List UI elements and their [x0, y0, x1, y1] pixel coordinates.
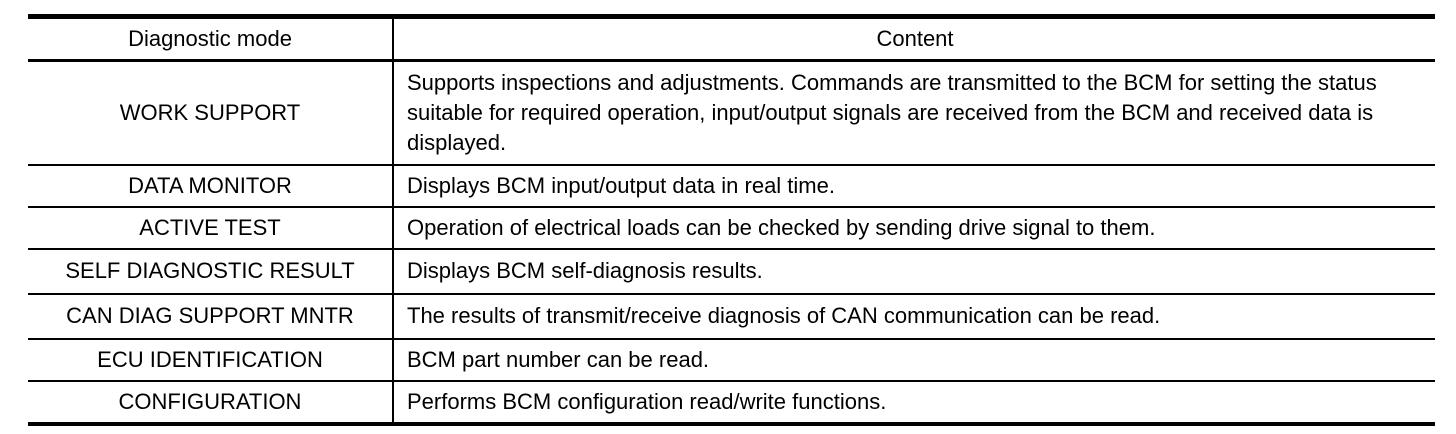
- table-row-ecu-identification: ECU IDENTIFICATION BCM part number can b…: [28, 338, 1435, 382]
- diagnostic-mode-table-container: Diagnostic mode Content WORK SUPPORT Sup…: [28, 14, 1435, 426]
- mode-cell: ECU IDENTIFICATION: [28, 338, 394, 382]
- column-header-content: Content: [393, 16, 1435, 62]
- mode-cell: DATA MONITOR: [28, 164, 394, 208]
- table-row-configuration: CONFIGURATION Performs BCM configuration…: [28, 380, 1435, 425]
- content-cell: Displays BCM input/output data in real t…: [393, 164, 1435, 208]
- mode-cell: CAN DIAG SUPPORT MNTR: [28, 293, 394, 340]
- content-cell: Operation of electrical loads can be che…: [393, 206, 1435, 250]
- diagnostic-mode-table: Diagnostic mode Content WORK SUPPORT Sup…: [28, 14, 1435, 426]
- table-row-work-support: WORK SUPPORT Supports inspections and ad…: [28, 60, 1435, 166]
- mode-cell: CONFIGURATION: [28, 380, 394, 425]
- content-cell: Performs BCM configuration read/write fu…: [393, 380, 1435, 425]
- mode-cell: WORK SUPPORT: [28, 60, 394, 166]
- mode-cell: ACTIVE TEST: [28, 206, 394, 250]
- content-cell: BCM part number can be read.: [393, 338, 1435, 382]
- content-cell: Displays BCM self-diagnosis results.: [393, 248, 1435, 295]
- table-row-can-diag-support-mntr: CAN DIAG SUPPORT MNTR The results of tra…: [28, 293, 1435, 340]
- content-cell: Supports inspections and adjustments. Co…: [393, 60, 1435, 166]
- table-row-data-monitor: DATA MONITOR Displays BCM input/output d…: [28, 164, 1435, 208]
- table-row-self-diagnostic-result: SELF DIAGNOSTIC RESULT Displays BCM self…: [28, 248, 1435, 295]
- table-header-row: Diagnostic mode Content: [28, 16, 1435, 62]
- column-header-diagnostic-mode: Diagnostic mode: [28, 16, 394, 62]
- table-row-active-test: ACTIVE TEST Operation of electrical load…: [28, 206, 1435, 250]
- mode-cell: SELF DIAGNOSTIC RESULT: [28, 248, 394, 295]
- content-cell: The results of transmit/receive diagnosi…: [393, 293, 1435, 340]
